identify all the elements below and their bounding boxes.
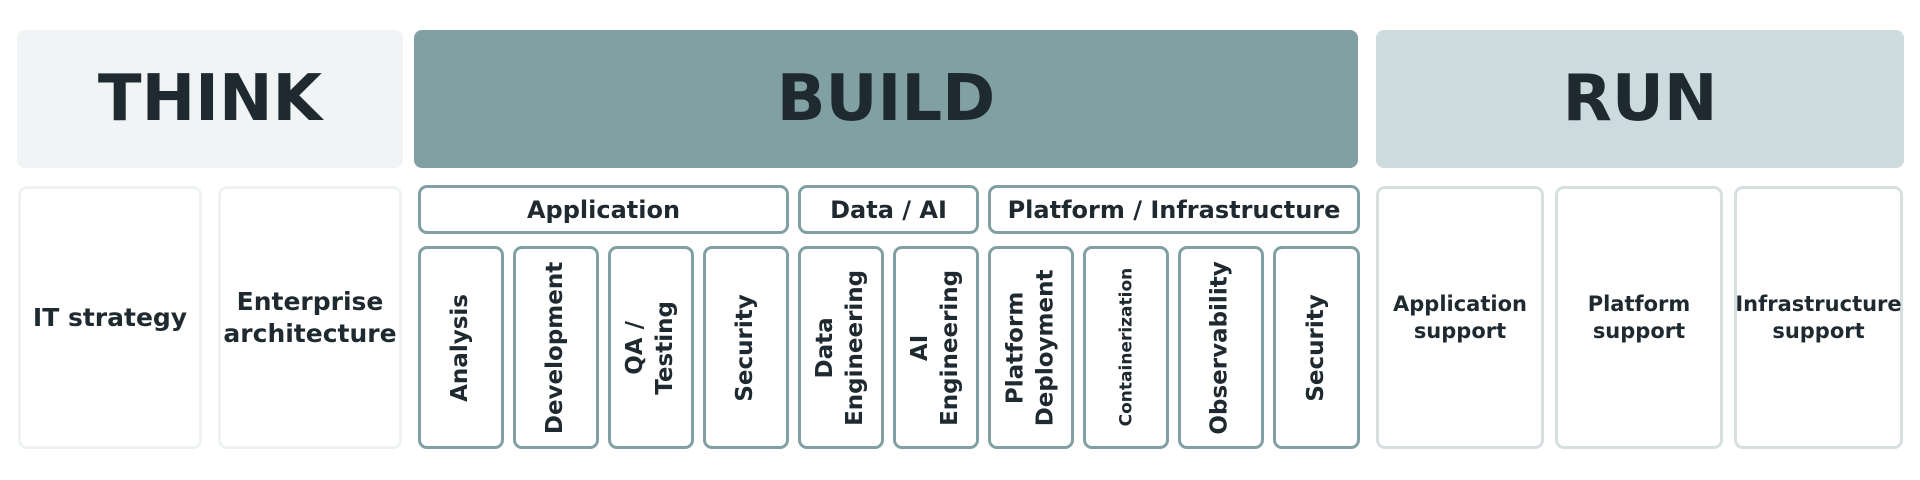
build-item-qa-testing: QA / Testing bbox=[608, 246, 694, 449]
run-card-label: Platform support bbox=[1587, 292, 1691, 343]
build-item-label: Security bbox=[732, 293, 759, 402]
build-item-label: Platform Deployment bbox=[1002, 269, 1058, 426]
run-header-label: RUN bbox=[1562, 62, 1718, 136]
think-card-label: Enterprise architecture bbox=[223, 287, 397, 348]
build-group-label: Data / AI bbox=[830, 195, 947, 224]
run-card-infrastructure-support: Infrastructure support bbox=[1734, 186, 1903, 449]
build-group-platform-infrastructure: Platform / Infrastructure bbox=[988, 185, 1360, 234]
build-item-observability: Observability bbox=[1178, 246, 1264, 449]
build-item-platform-deployment: Platform Deployment bbox=[988, 246, 1074, 449]
build-item-data-engineering: Data Engineering bbox=[798, 246, 884, 449]
build-item-development: Development bbox=[513, 246, 599, 449]
build-item-analysis: Analysis bbox=[418, 246, 504, 449]
think-header: THINK bbox=[17, 30, 403, 168]
build-header: BUILD bbox=[414, 30, 1358, 168]
build-item-label: Data Engineering bbox=[812, 269, 869, 426]
think-card-label: IT strategy bbox=[32, 302, 188, 332]
build-header-label: BUILD bbox=[776, 62, 996, 136]
run-card-application-support: Application support bbox=[1376, 186, 1544, 449]
build-item-containerization: Containerization bbox=[1083, 246, 1169, 449]
think-card-it-strategy: IT strategy bbox=[18, 186, 202, 449]
build-item-ai-engineering: AI Engineering bbox=[893, 246, 979, 449]
build-group-data-ai: Data / AI bbox=[798, 185, 979, 234]
build-item-label: AI Engineering bbox=[907, 269, 964, 426]
build-item-label: QA / Testing bbox=[622, 300, 679, 395]
build-item-security-platform: Security bbox=[1273, 246, 1360, 449]
build-item-label: Observability bbox=[1207, 260, 1234, 435]
run-card-label: Infrastructure support bbox=[1735, 292, 1902, 343]
think-card-enterprise-architecture: Enterprise architecture bbox=[218, 186, 402, 449]
build-item-security-application: Security bbox=[703, 246, 789, 449]
build-item-label: Containerization bbox=[1115, 268, 1136, 427]
build-item-label: Analysis bbox=[447, 293, 474, 402]
build-group-label: Platform / Infrastructure bbox=[1007, 195, 1341, 224]
build-item-label: Development bbox=[542, 261, 569, 434]
run-card-platform-support: Platform support bbox=[1555, 186, 1723, 449]
build-group-label: Application bbox=[526, 195, 681, 224]
run-header: RUN bbox=[1376, 30, 1904, 168]
build-item-label: Security bbox=[1302, 293, 1329, 402]
think-header-label: THINK bbox=[97, 62, 323, 136]
build-group-application: Application bbox=[418, 185, 789, 234]
run-card-label: Application support bbox=[1393, 292, 1527, 343]
